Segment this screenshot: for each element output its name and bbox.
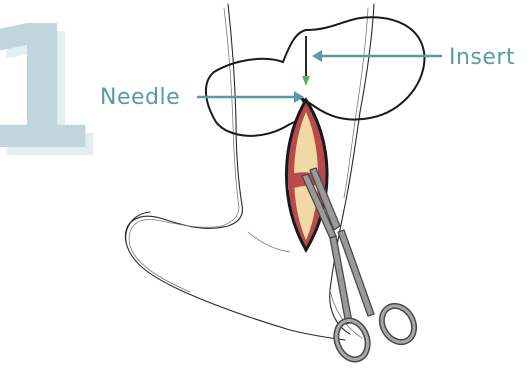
- clamp-ring-right-inner: [376, 300, 421, 348]
- step-number-text: 1: [0, 0, 97, 188]
- ankle-detail: [248, 232, 290, 252]
- leg-left-outline-b: [129, 8, 239, 292]
- insert-label: Insert: [449, 45, 515, 70]
- needle: [302, 36, 310, 86]
- needle-tip-icon: [302, 76, 310, 86]
- insert-arrow-head-icon: [312, 50, 322, 62]
- step-number: 1 1: [0, 0, 105, 196]
- needle-label: Needle: [100, 85, 180, 110]
- leg-right-outline-b: [344, 8, 368, 198]
- foot-drawing: [125, 4, 374, 340]
- needle-callout: Needle: [100, 85, 304, 110]
- insert-callout: Insert: [312, 45, 515, 70]
- leg-right-outline: [330, 4, 374, 334]
